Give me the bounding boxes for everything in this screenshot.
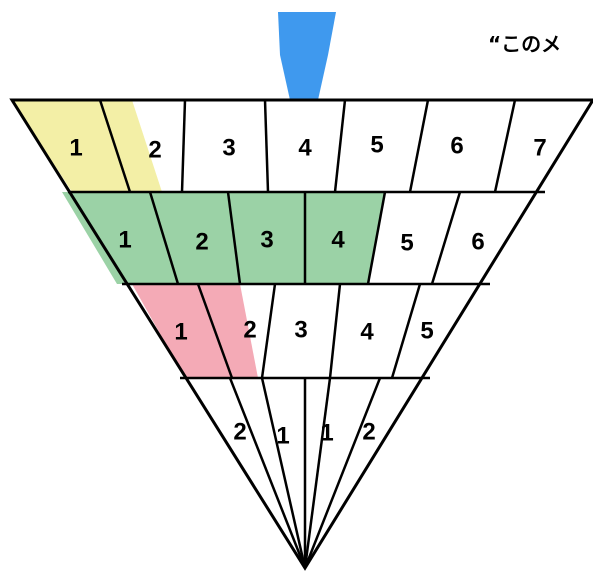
label-b1-6: 6	[450, 133, 463, 160]
band3-highlight	[132, 284, 258, 378]
label-b3-4: 4	[360, 319, 374, 346]
label-b1-2: 2	[148, 137, 161, 164]
divider-b1-3	[263, 99, 270, 193]
label-b3-3: 3	[294, 317, 307, 344]
label-b1-4: 4	[298, 135, 312, 162]
label-b4-2: 1	[276, 423, 289, 450]
funnel-outline	[9, 98, 593, 571]
divider-b3-2	[260, 283, 277, 379]
divider-b1-4	[333, 99, 347, 193]
band-dividers	[68, 99, 545, 569]
label-b4-4: 2	[362, 419, 375, 446]
label-b4-1: 2	[233, 419, 246, 446]
caption-text: “このメ	[488, 32, 562, 56]
label-b2-5: 5	[400, 230, 413, 257]
label-b1-3: 3	[222, 135, 235, 162]
divider-b1-1	[98, 99, 132, 193]
spoke-2	[260, 377, 307, 569]
spoke-5	[303, 377, 382, 569]
divider-b2-4	[366, 191, 387, 285]
label-b2-4: 4	[331, 227, 345, 254]
divider-b2-5	[430, 191, 462, 285]
label-b3-5: 5	[420, 318, 433, 345]
divider-b1-6	[493, 99, 517, 193]
label-b3-1: 1	[174, 319, 187, 346]
label-b2-6: 6	[471, 229, 484, 256]
divider-b1-5	[408, 99, 430, 193]
label-b3-2: 2	[243, 317, 256, 344]
label-b1-7: 7	[533, 135, 546, 162]
band1-highlight	[12, 100, 162, 192]
divider-b2-2	[226, 191, 242, 285]
spoke-1	[228, 377, 307, 569]
label-b2-2: 2	[195, 229, 208, 256]
label-b2-3: 3	[260, 227, 273, 254]
divider-b3-1	[196, 283, 234, 379]
divider-b3-4	[390, 283, 422, 379]
divider-b3-3	[328, 283, 342, 379]
divider-b2-1	[148, 191, 180, 285]
label-b4-3: 1	[320, 420, 333, 447]
divider-b1-2	[180, 99, 187, 193]
spoke-4	[303, 377, 332, 569]
indicator-marker	[278, 12, 336, 100]
label-b1-5: 5	[370, 132, 383, 159]
segment-labels: 1 2 3 4 5 6 7 1 2 3 4 5 6 1 2 3 4 5 2 1 …	[69, 132, 546, 450]
label-b2-1: 1	[118, 227, 131, 254]
label-b1-1: 1	[69, 135, 82, 162]
